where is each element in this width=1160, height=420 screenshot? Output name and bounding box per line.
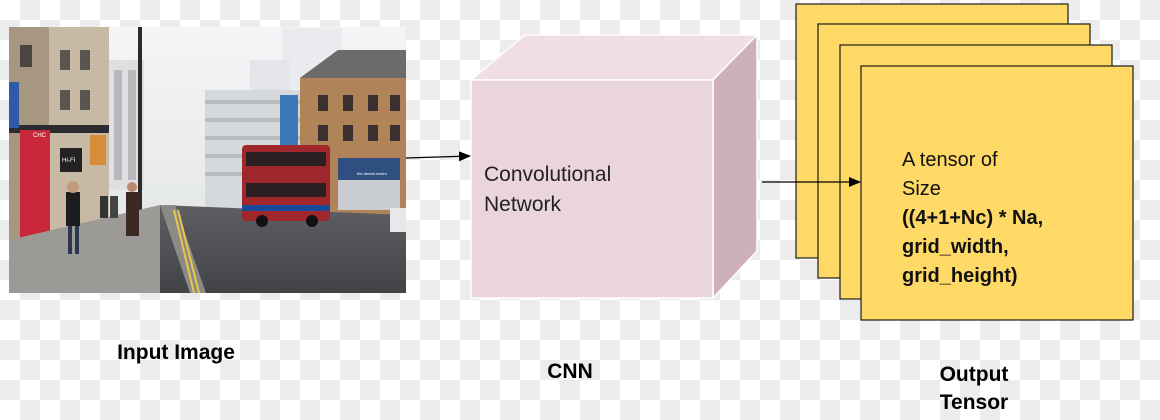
photo-sign-dental: the dental centre [357, 171, 388, 176]
output-tensor-stack [795, 3, 1134, 321]
photo-sidewalk [9, 205, 160, 293]
photo-road [160, 205, 406, 293]
cnn-cube-top [468, 34, 759, 81]
photo-pedestrians [66, 181, 139, 254]
photo-sign-hifi: HI-FI [62, 158, 76, 164]
cnn-cube-side [712, 33, 758, 300]
input-photo: CHC HI-FI the dental centre [9, 27, 406, 294]
caption-output-line1: Output [939, 363, 1009, 386]
photo-lamp-pole [138, 27, 142, 242]
tensor-text-line5: grid_height) [902, 265, 1018, 287]
tensor-description: A tensor of Size ((4+1+Nc) * Na, grid_wi… [902, 146, 1043, 291]
cnn-label: Convolutional Network [484, 160, 611, 220]
cnn-cube-front [470, 79, 714, 299]
tensor-text-line4: grid_width, [902, 236, 1009, 258]
cnn-label-line2: Network [484, 193, 562, 216]
cnn-label-line1: Convolutional [484, 163, 612, 186]
tensor-text-line1: A tensor of [902, 149, 998, 171]
caption-output-line2: Tensor [939, 391, 1009, 414]
caption-output-tensor: Output Tensor [904, 361, 1044, 417]
photo-bus [242, 145, 330, 227]
caption-input-image: Input Image [117, 341, 235, 364]
tensor-text-line3: ((4+1+Nc) * Na, [902, 207, 1044, 229]
photo-car [390, 208, 406, 232]
cnn-cube [468, 33, 759, 300]
caption-cnn: CNN [547, 360, 593, 383]
arrow-image-to-cnn [405, 151, 471, 162]
tensor-text-line2: Size [902, 178, 941, 200]
tensor-layer-4 [860, 65, 1134, 321]
photo-sign-chc: CHC [33, 133, 47, 139]
